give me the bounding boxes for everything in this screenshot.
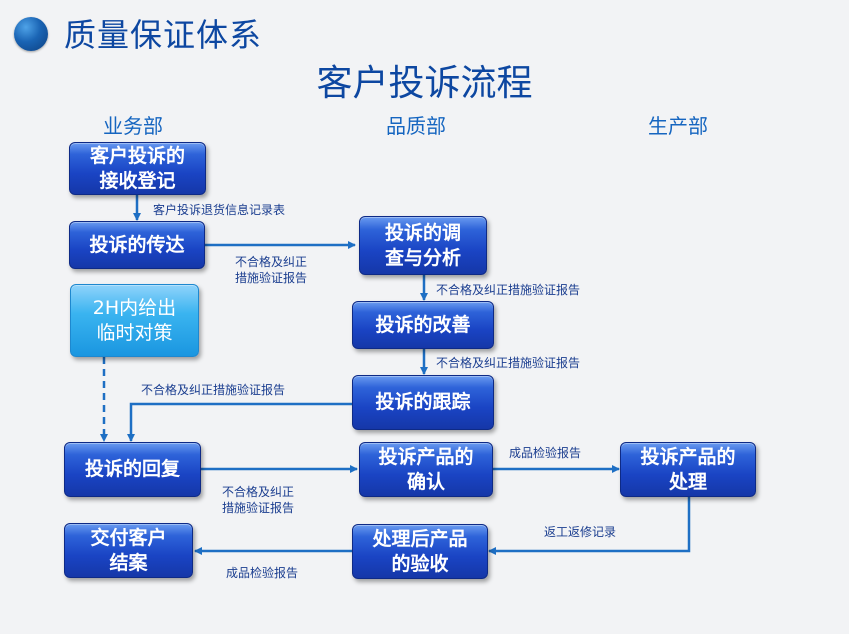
label-finished-report-accept: 成品检验报告	[226, 566, 299, 580]
arrow-handle-to-accept	[488, 497, 691, 555]
dept-quality: 品质部	[386, 114, 446, 138]
label-nc-report-transfer: 不合格及纠正 措施验证报告	[235, 255, 308, 285]
label-return-form: 客户投诉退货信息记录表	[153, 203, 286, 217]
dept-sales: 业务部	[103, 114, 163, 138]
label-rework-record: 返工返修记录	[544, 525, 617, 539]
label-nc-report-track: 不合格及纠正措施验证报告	[141, 383, 286, 397]
label-finished-report-confirm: 成品检验报告	[509, 446, 582, 460]
box-close-case: 交付客户 结案	[64, 523, 193, 578]
header-bullet-icon	[14, 17, 48, 51]
label-nc-report-reply: 不合格及纠正 措施验证报告	[222, 485, 295, 515]
label-nc-report-improve: 不合格及纠正措施验证报告	[436, 356, 581, 370]
label-nc-report-investigate: 不合格及纠正措施验证报告	[436, 283, 581, 297]
box-complaint-receive: 客户投诉的 接收登记	[69, 142, 206, 195]
flow-title: 客户投诉流程	[316, 63, 533, 104]
box-product-acceptance: 处理后产品 的验收	[352, 524, 488, 579]
box-investigation: 投诉的调 查与分析	[359, 216, 487, 275]
box-complaint-reply: 投诉的回复	[64, 442, 201, 497]
box-tracking: 投诉的跟踪	[352, 375, 494, 430]
box-product-handling: 投诉产品的 处理	[620, 442, 756, 497]
arrow-track-to-reply	[127, 402, 352, 442]
box-product-confirm: 投诉产品的 确认	[359, 442, 493, 497]
page-title: 质量保证体系	[64, 16, 263, 54]
box-complaint-transfer: 投诉的传达	[69, 221, 205, 269]
box-improvement: 投诉的改善	[352, 301, 494, 349]
box-temp-measures: 2H内给出 临时对策	[70, 284, 199, 357]
dept-production: 生产部	[648, 114, 708, 138]
